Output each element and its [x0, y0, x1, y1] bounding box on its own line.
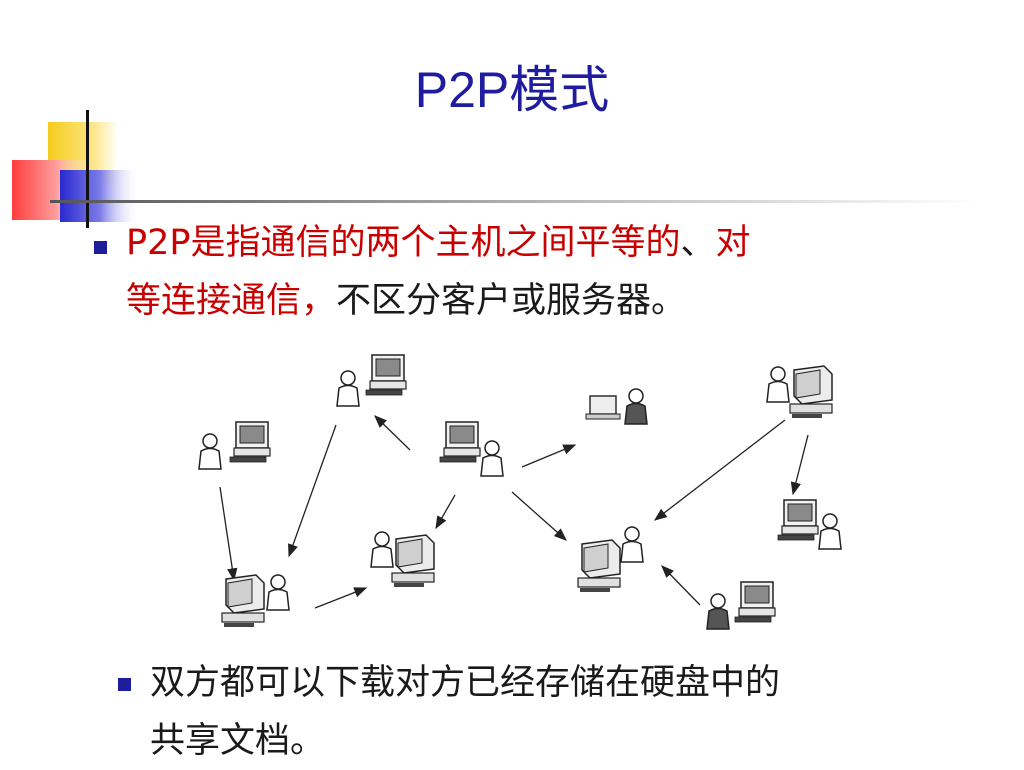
punctuation-text: 、 [680, 223, 716, 263]
user-computer-5 [766, 365, 833, 419]
user-computer-8 [577, 526, 644, 593]
emphasis-text: P2P是指通信的两个主机之间平等的 [126, 223, 681, 263]
user-computer-11 [373, 510, 413, 550]
arrow [435, 494, 456, 530]
arrow [374, 415, 411, 451]
arrow [288, 424, 337, 558]
bullet-2-line-1: 双方都可以下载对方已经存储在硬盘中的 [150, 663, 781, 703]
user-computer-3 [439, 421, 504, 477]
bullet-marker-1 [94, 241, 107, 254]
arrow [219, 486, 238, 582]
user-computer-2 [198, 421, 271, 470]
arrow [521, 444, 577, 468]
bullet-1-line-1: P2P是指通信的两个主机之间平等的、对 [126, 214, 751, 272]
slide-title: P2P模式 [414, 62, 610, 118]
bullet-1-line-2: 等连接通信，不区分客户或服务器。 [126, 272, 751, 330]
arrow [511, 491, 567, 541]
bullet-2-line-2: 共享文档。 [150, 721, 326, 761]
bullet-1-text: P2P是指通信的两个主机之间平等的、对 等连接通信，不区分客户或服务器。 [126, 214, 751, 330]
p2p-network-illustration [198, 354, 842, 630]
emphasis-text: 等连接通信， [126, 281, 337, 321]
arrow [790, 434, 809, 496]
emphasis-text: 对 [715, 223, 751, 263]
user-computer-10 [706, 581, 776, 630]
user-computer-6 [777, 499, 842, 550]
bullet-2-text: 双方都可以下载对方已经存储在硬盘中的 共享文档。 [150, 654, 780, 770]
arrow [314, 587, 368, 609]
connection-arrows [219, 415, 809, 609]
user-computer-1 [336, 354, 407, 407]
bullet-marker-2 [118, 678, 131, 691]
deco-vertical-line [86, 110, 89, 228]
title-decoration [12, 110, 980, 228]
user-computer-4 [585, 388, 648, 425]
title-rule [50, 200, 980, 203]
deco-blue-square [60, 170, 140, 222]
user-computer-9 [221, 574, 290, 628]
arrow [661, 565, 701, 606]
arrow [653, 419, 786, 521]
body-text: 不区分客户或服务器。 [336, 281, 687, 321]
